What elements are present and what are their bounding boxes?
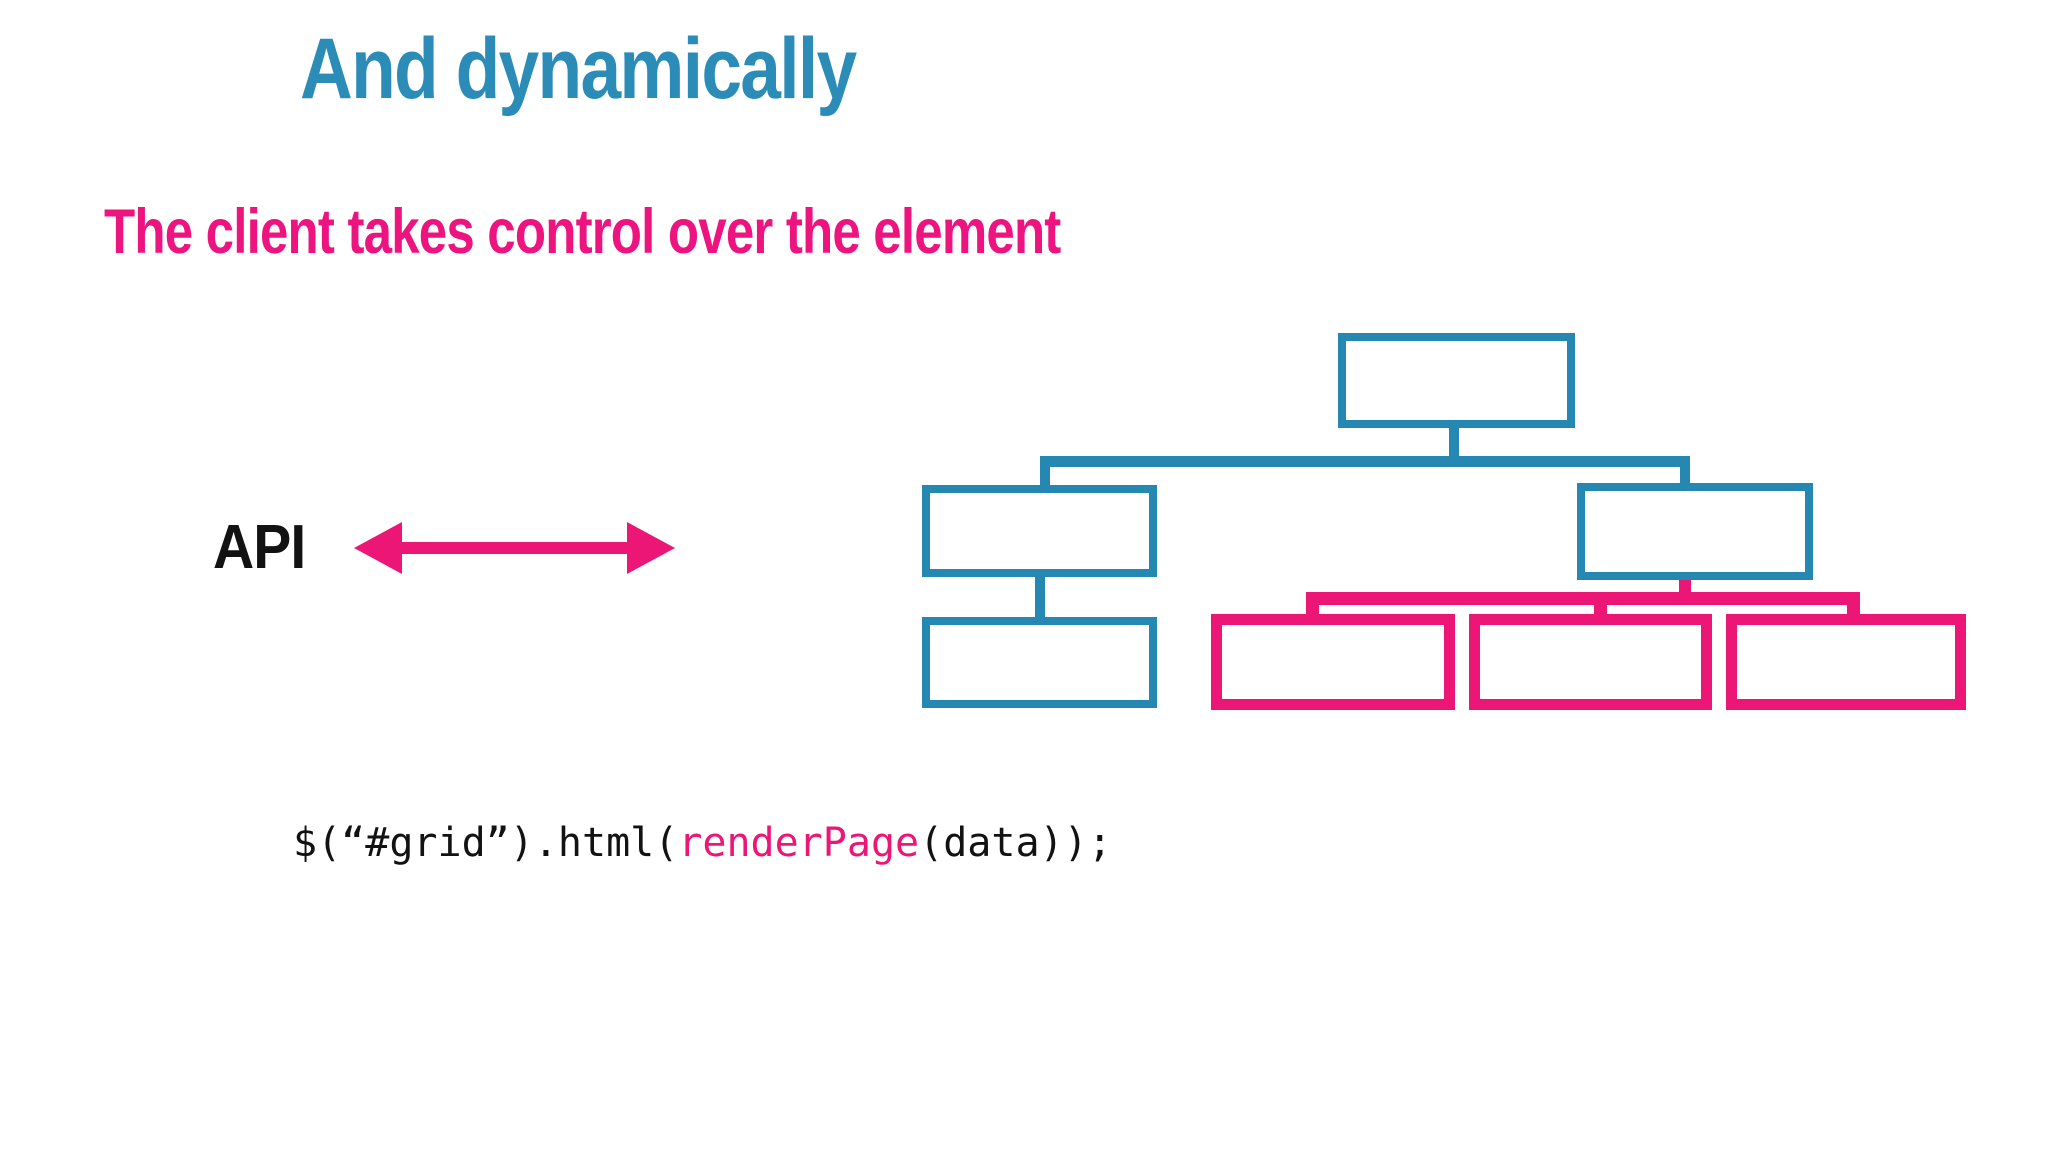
tree-connector-left-child-stem xyxy=(1035,574,1045,620)
tree-node-grandchild-left xyxy=(922,617,1157,708)
tree-connector-right-child-stem xyxy=(1679,577,1691,595)
double-arrow-icon xyxy=(354,522,675,574)
code-highlight-renderpage: renderPage xyxy=(678,820,920,866)
tree-node-root xyxy=(1338,333,1575,428)
code-before: $(“#grid”).html( xyxy=(293,820,679,866)
tree-connector-teal-drop-right xyxy=(1680,456,1690,486)
tree-node-pink-leaf-2 xyxy=(1469,614,1712,710)
tree-node-pink-leaf-1 xyxy=(1211,614,1455,710)
tree-node-child-left xyxy=(922,485,1157,577)
tree-connector-pink-drop-middle xyxy=(1594,598,1607,617)
api-label: API xyxy=(213,513,306,582)
tree-connector-pink-horizontal xyxy=(1306,592,1860,605)
tree-connector-teal-drop-left xyxy=(1040,456,1050,488)
slide-subtitle: The client takes control over the elemen… xyxy=(104,197,1061,267)
tree-connector-pink-drop-right xyxy=(1847,592,1860,617)
tree-connector-root-stem xyxy=(1449,424,1459,458)
tree-connector-teal-horizontal xyxy=(1040,456,1690,467)
code-snippet: $(“#grid”).html(renderPage(data)); xyxy=(293,820,1112,866)
tree-node-child-right xyxy=(1577,483,1813,580)
code-after: (data)); xyxy=(919,820,1112,866)
tree-node-pink-leaf-3 xyxy=(1726,614,1966,710)
page-title: And dynamically xyxy=(300,21,857,117)
tree-connector-pink-drop-left xyxy=(1306,592,1319,617)
